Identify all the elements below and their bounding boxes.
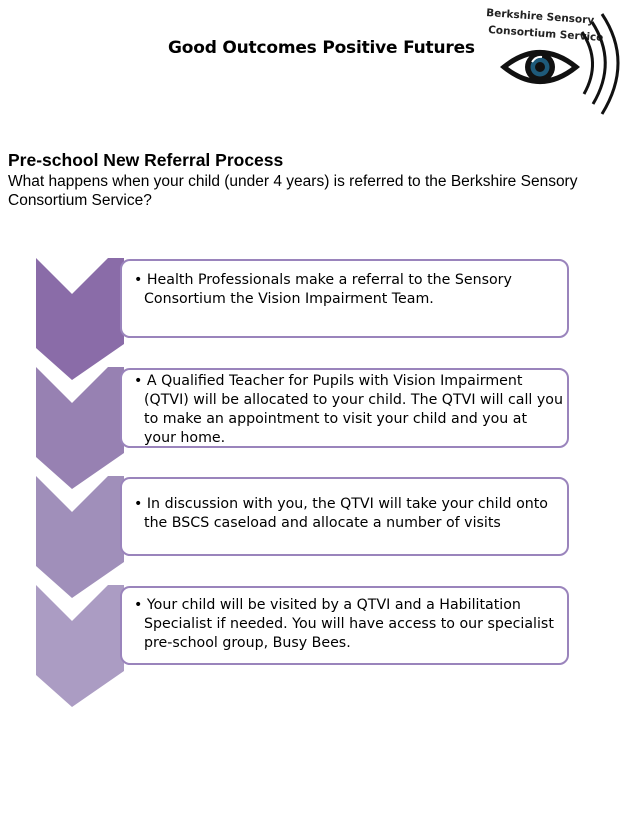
chevron-arrow-4 [36, 585, 124, 707]
step-text-4: • Your child will be visited by a QTVI a… [134, 597, 554, 651]
page-title: Pre-school New Referral Process [8, 150, 284, 170]
chevron-arrow-1 [36, 258, 124, 380]
step-text-3: • In discussion with you, the QTVI will … [134, 496, 548, 531]
step-text-2: • A Qualified Teacher for Pupils with Vi… [134, 373, 563, 446]
page-subtitle: What happens when your child (under 4 ye… [8, 173, 578, 209]
step-text-1: • Health Professionals make a referral t… [134, 272, 512, 307]
chevron-arrow-2 [36, 367, 124, 489]
step-card-4: • Your child will be visited by a QTVI a… [120, 586, 569, 665]
chevron-arrow-3 [36, 476, 124, 598]
logo: Berkshire Sensory Consortium Service [478, 0, 628, 120]
eye-icon: Berkshire Sensory Consortium Service [486, 7, 620, 115]
slogan: Good Outcomes Positive Futures [168, 38, 475, 58]
step-card-3: • In discussion with you, the QTVI will … [120, 477, 569, 556]
step-card-1: • Health Professionals make a referral t… [120, 259, 569, 338]
step-card-2: • A Qualified Teacher for Pupils with Vi… [120, 368, 569, 448]
